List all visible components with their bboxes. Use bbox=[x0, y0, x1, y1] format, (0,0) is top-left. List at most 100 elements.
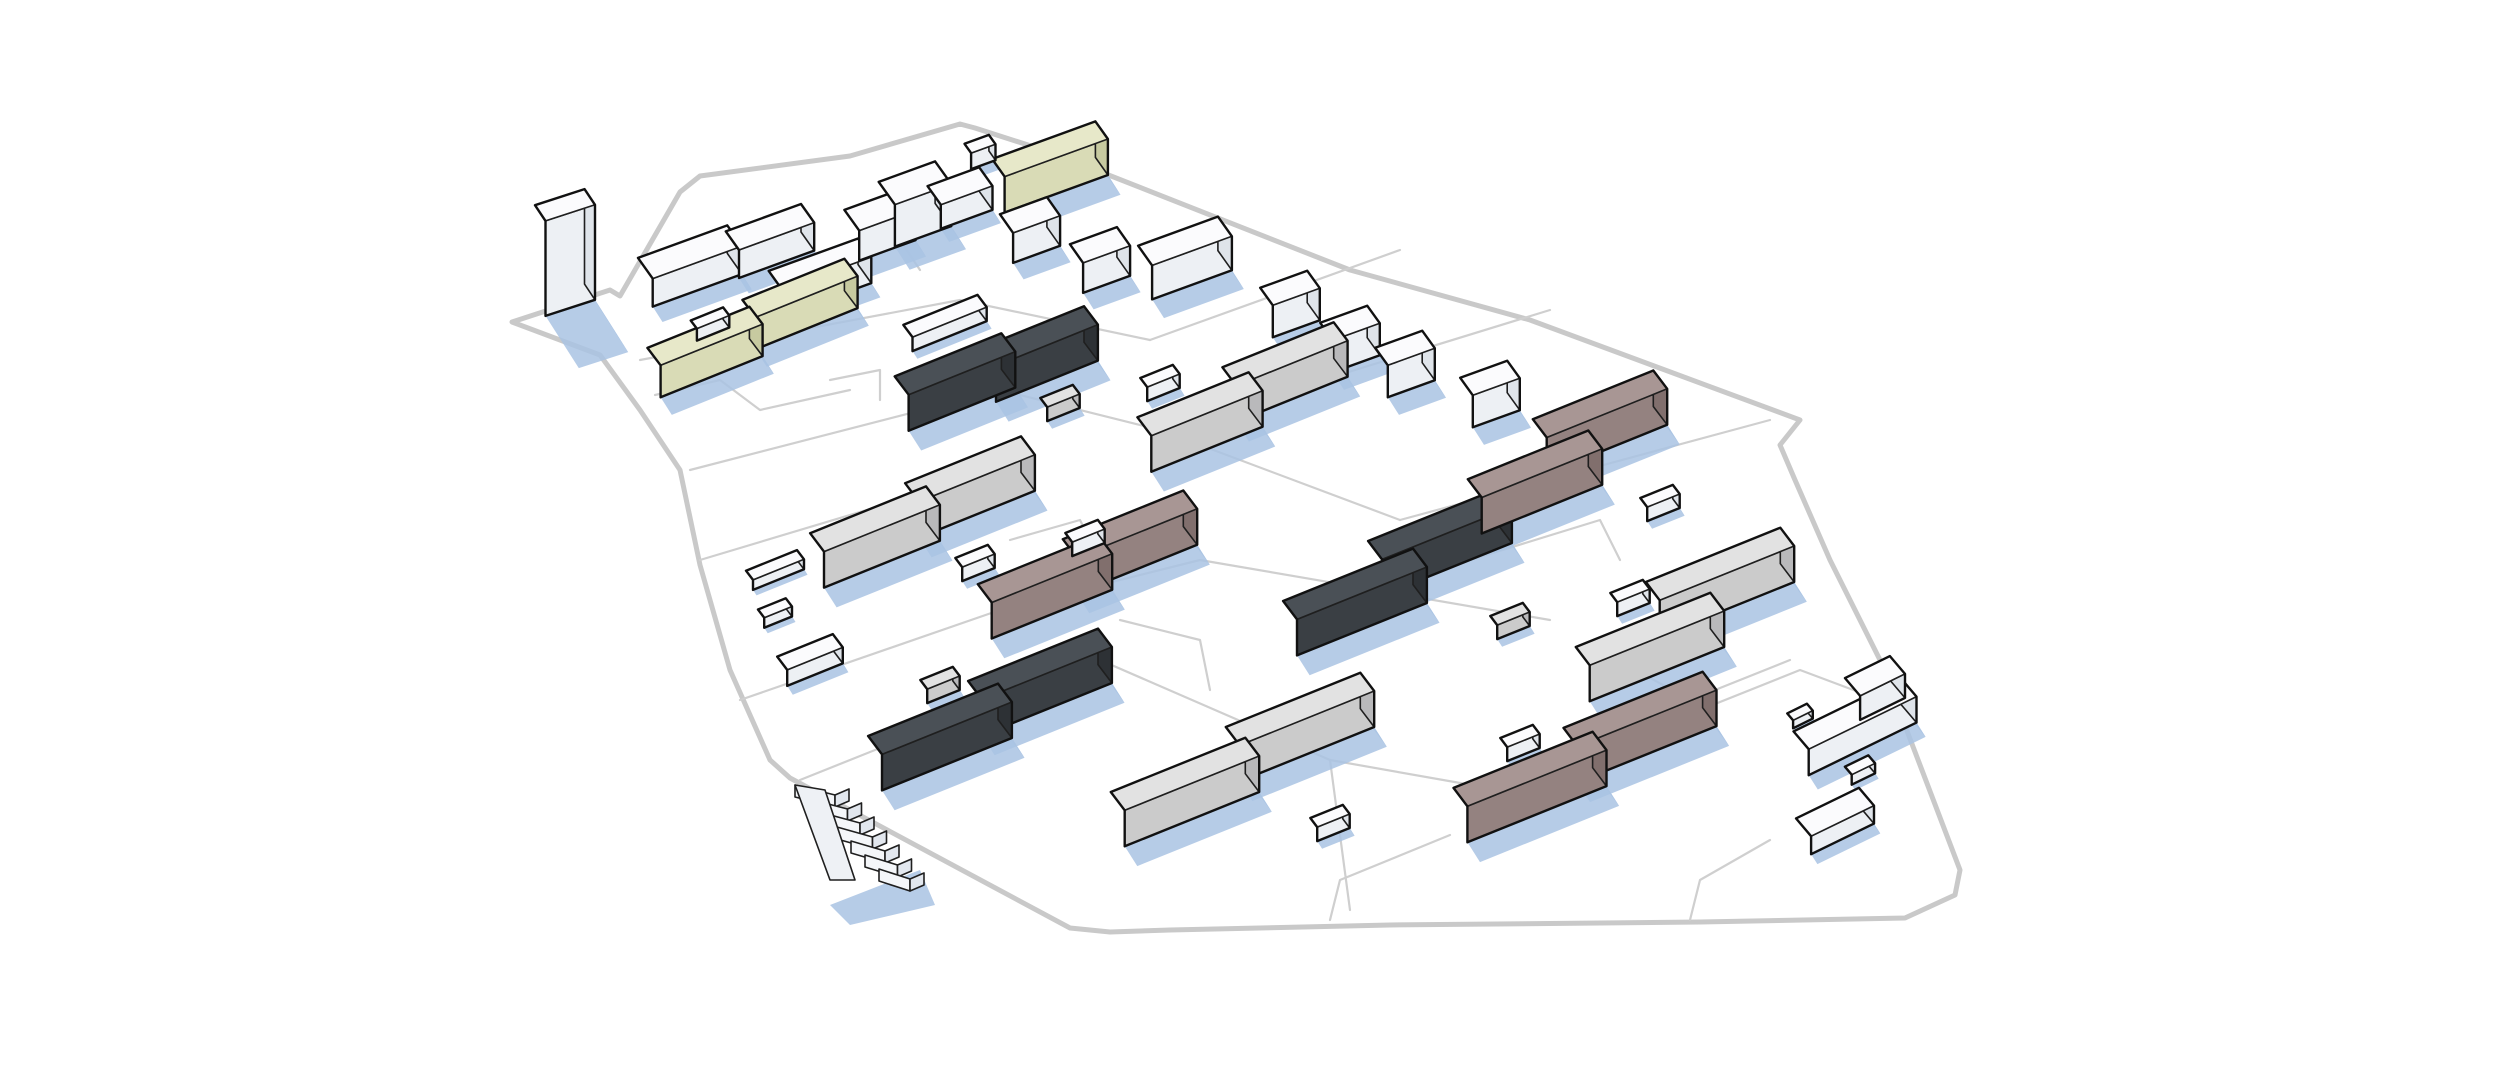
terrace-step-side bbox=[834, 788, 850, 808]
building-shadow bbox=[545, 299, 629, 369]
building-white bbox=[1139, 363, 1181, 403]
building-white bbox=[902, 293, 988, 353]
building-outline bbox=[1843, 754, 1877, 786]
building-shadow bbox=[1497, 626, 1535, 647]
building-outline bbox=[1039, 383, 1081, 423]
building-dark-slate bbox=[1281, 547, 1429, 657]
building-outline bbox=[1373, 329, 1437, 399]
building-white bbox=[1843, 754, 1877, 786]
building-outline bbox=[954, 543, 996, 583]
terrace-step-side bbox=[909, 872, 925, 892]
building-white bbox=[926, 166, 994, 230]
building-shadow bbox=[755, 308, 869, 367]
building-dark-slate bbox=[893, 332, 1017, 432]
building-outline bbox=[646, 305, 764, 399]
building-white bbox=[1064, 518, 1106, 558]
building-outline bbox=[1499, 723, 1541, 763]
building-shadow bbox=[1472, 410, 1531, 445]
building-outline bbox=[1794, 786, 1876, 856]
building-shadow bbox=[1317, 828, 1355, 849]
building-outline bbox=[1309, 803, 1351, 843]
building-white bbox=[744, 548, 806, 592]
building-shadow bbox=[1387, 380, 1446, 415]
building-shadow bbox=[1152, 270, 1244, 319]
building-outline bbox=[1609, 578, 1651, 618]
building-white bbox=[756, 597, 794, 629]
building-shadow bbox=[1124, 792, 1272, 867]
building-white bbox=[1843, 654, 1907, 722]
building-shadow bbox=[1151, 426, 1276, 492]
building-outline bbox=[902, 293, 988, 353]
building-outline bbox=[744, 548, 806, 592]
building-shadow bbox=[764, 616, 796, 634]
building-white bbox=[998, 195, 1062, 265]
building-white bbox=[724, 202, 816, 280]
building-shadow bbox=[1297, 603, 1440, 676]
building-mauve bbox=[1466, 429, 1604, 535]
building-outline bbox=[926, 166, 994, 230]
building-outline bbox=[1064, 518, 1106, 558]
building-outline bbox=[963, 133, 997, 171]
building-outline bbox=[1574, 591, 1726, 703]
building-shadow bbox=[1047, 408, 1085, 429]
building-light-gray bbox=[1489, 601, 1531, 641]
building-white bbox=[1785, 702, 1815, 730]
building-white bbox=[1309, 803, 1351, 843]
building-outline bbox=[1458, 359, 1522, 429]
building-white bbox=[1373, 329, 1437, 399]
building-shadow bbox=[1013, 245, 1071, 280]
building-white bbox=[776, 632, 844, 688]
building-outline bbox=[756, 597, 794, 629]
building-white bbox=[1258, 269, 1322, 339]
building-shadow bbox=[1577, 726, 1730, 803]
building-white bbox=[1136, 215, 1234, 301]
building-outline bbox=[1136, 371, 1264, 473]
building-outline bbox=[866, 682, 1014, 792]
building-shadow bbox=[908, 387, 1028, 451]
building-outline bbox=[533, 187, 597, 318]
building-shadow bbox=[1147, 388, 1185, 409]
building-white bbox=[1639, 483, 1681, 523]
building-shadow bbox=[927, 690, 965, 711]
building-light-gray bbox=[1574, 591, 1726, 703]
building-outline bbox=[1843, 654, 1907, 722]
road-line bbox=[1688, 838, 1772, 922]
building-outline bbox=[689, 306, 731, 342]
terrace-step-side bbox=[859, 816, 875, 836]
building-light-gray bbox=[1109, 736, 1261, 848]
building-shadow bbox=[787, 663, 849, 695]
building-outline bbox=[1258, 269, 1322, 339]
building-outline bbox=[1785, 702, 1815, 730]
terrace-step-side bbox=[871, 830, 888, 850]
terrace-step-side bbox=[846, 802, 863, 822]
building-outline bbox=[1644, 526, 1796, 638]
building-shadow bbox=[1647, 508, 1685, 529]
building-shadow bbox=[753, 569, 808, 596]
building-outline bbox=[1068, 225, 1132, 295]
building-outline bbox=[1139, 363, 1181, 403]
building-light-gray bbox=[903, 435, 1037, 539]
building-shadow bbox=[991, 589, 1125, 659]
building-shadow bbox=[882, 738, 1025, 811]
building-light-gray bbox=[1136, 371, 1264, 473]
building-shadow bbox=[824, 540, 953, 608]
road-line bbox=[828, 368, 882, 402]
building-white bbox=[963, 133, 997, 171]
buildings bbox=[533, 120, 1918, 892]
building-light-gray bbox=[1039, 383, 1081, 423]
road-line bbox=[1328, 833, 1452, 922]
building-shadow bbox=[1851, 773, 1879, 791]
building-outline bbox=[998, 195, 1062, 265]
building-outline bbox=[1531, 369, 1669, 475]
building-cream bbox=[741, 257, 859, 351]
building-shadow bbox=[660, 356, 774, 415]
building-outline bbox=[893, 332, 1017, 432]
building-outline bbox=[1452, 730, 1608, 844]
building-outline bbox=[919, 665, 961, 705]
building-white bbox=[533, 187, 597, 318]
building-light-gray bbox=[808, 485, 942, 589]
building-shadow bbox=[940, 209, 1001, 242]
building-white bbox=[1794, 786, 1876, 856]
building-shadow bbox=[982, 683, 1125, 756]
building-light-gray bbox=[919, 665, 961, 705]
